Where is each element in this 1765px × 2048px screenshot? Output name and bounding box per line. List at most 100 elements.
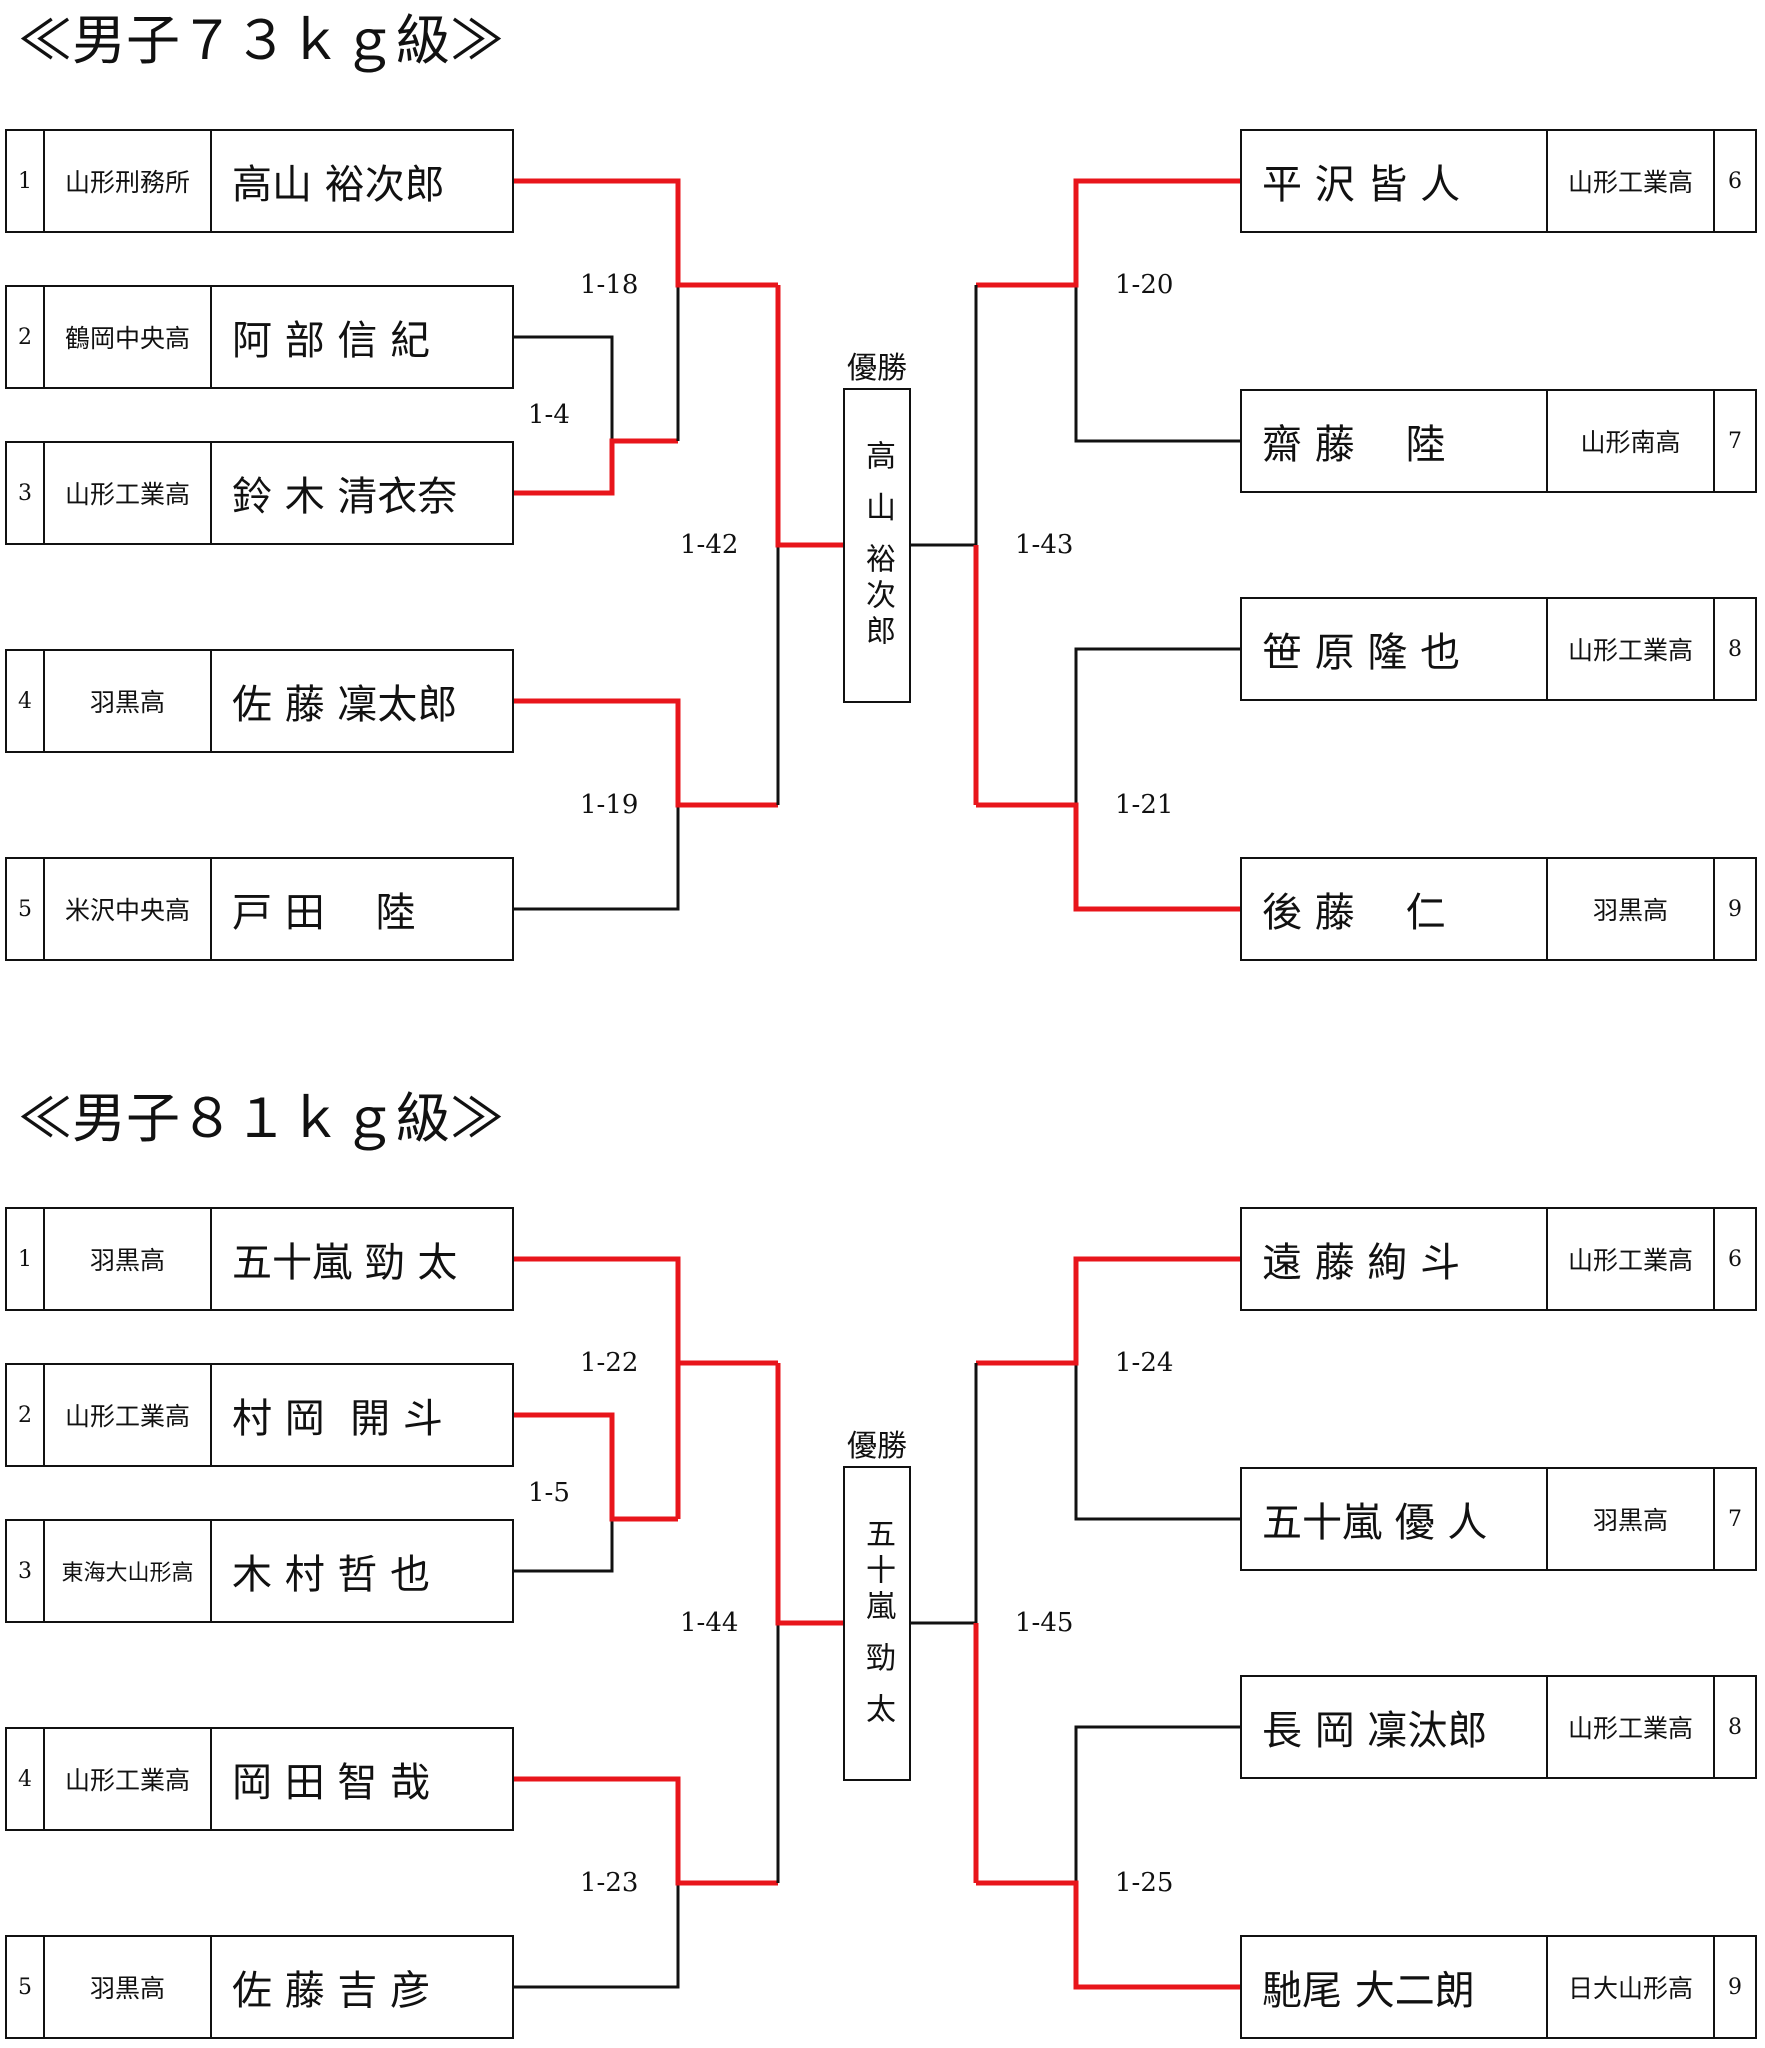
match-label: 1-45 <box>1015 1608 1074 1638</box>
entry-school: 山形工業高 <box>45 1729 212 1829</box>
entry-name: 佐 藤 凜太郎 <box>232 682 458 728</box>
entry-number: 2 <box>7 287 45 387</box>
entry-number: 2 <box>7 1365 45 1465</box>
entry-number: 3 <box>7 1521 45 1621</box>
line-black <box>1074 1725 1241 1883</box>
entry-name: 平 沢 皆 人 <box>1262 162 1461 208</box>
entry-school: 山形工業高 <box>45 443 212 543</box>
line-red <box>775 1363 844 1626</box>
line-red <box>513 698 778 808</box>
entry-row: 齋 藤 陸 山形南高 7 <box>1240 389 1757 493</box>
entry-school: 山形工業高 <box>1546 1209 1713 1309</box>
entry-school: 羽黒高 <box>1546 1469 1713 1569</box>
entry-number: 7 <box>1713 1469 1755 1569</box>
bracket-73kg-lines <box>513 178 1241 912</box>
entry-row: 1 羽黒高 五十嵐 勁 太 <box>5 1207 514 1311</box>
entry-number: 1 <box>7 131 45 231</box>
entry-name: 佐 藤 吉 彦 <box>232 1968 431 2014</box>
entry-number: 4 <box>7 651 45 751</box>
bracket-title: ≪男子７３ｋｇ級≫ <box>18 9 504 72</box>
line-black <box>910 285 978 547</box>
entry-name: 戸 田 陸 <box>232 890 416 936</box>
entry-row: 2 鶴岡中央高 阿 部 信 紀 <box>5 285 514 389</box>
line-red <box>976 802 1241 912</box>
line-black <box>1074 285 1241 443</box>
entry-name: 長 岡 凜汰郎 <box>1262 1708 1488 1754</box>
line-red <box>976 1880 1241 1990</box>
entry-number: 6 <box>1713 1209 1755 1309</box>
match-label: 1-24 <box>1115 1348 1174 1378</box>
match-label: 1-23 <box>580 1868 639 1898</box>
entry-row: 遠 藤 絢 斗 山形工業高 6 <box>1240 1207 1757 1311</box>
entry-number: 9 <box>1713 859 1755 959</box>
entry-number: 3 <box>7 443 45 543</box>
entry-row: 馳尾 大二朗 日大山形高 9 <box>1240 1935 1757 2039</box>
entry-name: 阿 部 信 紀 <box>232 318 431 364</box>
entry-row: 五十嵐 優 人 羽黒高 7 <box>1240 1467 1757 1571</box>
entry-school: 山形工業高 <box>1546 599 1713 699</box>
entry-school: 山形刑務所 <box>45 131 212 231</box>
entry-name: 高山 裕次郎 <box>232 162 445 208</box>
line-black <box>513 805 680 911</box>
match-label: 1-42 <box>680 530 739 560</box>
entry-school: 米沢中央高 <box>45 859 212 959</box>
line-black <box>513 1883 680 1989</box>
entry-number: 5 <box>7 1937 45 2037</box>
entry-number: 1 <box>7 1209 45 1309</box>
entry-name: 木 村 哲 也 <box>232 1552 431 1598</box>
line-red <box>513 1776 778 1886</box>
entry-school: 羽黒高 <box>45 1937 212 2037</box>
entry-number: 7 <box>1713 391 1755 491</box>
entry-row: 4 山形工業高 岡 田 智 哉 <box>5 1727 514 1831</box>
entry-name: 後 藤 仁 <box>1262 890 1446 936</box>
match-label: 1-25 <box>1115 1868 1174 1898</box>
champion-box: 高 山 裕次郎 <box>843 388 911 703</box>
entry-name: 馳尾 大二朗 <box>1262 1968 1475 2014</box>
entry-school: 羽黒高 <box>1546 859 1713 959</box>
match-label: 1-43 <box>1015 530 1074 560</box>
champion-name: 五十嵐 勁 太 <box>860 1517 895 1730</box>
entry-row: 2 山形工業高 村 岡 開 斗 <box>5 1363 514 1467</box>
line-black <box>513 1519 614 1573</box>
match-label: 1-21 <box>1115 790 1174 820</box>
entry-name: 岡 田 智 哉 <box>232 1760 431 1806</box>
bracket-title: ≪男子８１ｋｇ級≫ <box>18 1087 504 1150</box>
entry-school: 鶴岡中央高 <box>45 287 212 387</box>
entry-number: 8 <box>1713 599 1755 699</box>
line-red <box>513 178 778 288</box>
entry-row: 5 羽黒高 佐 藤 吉 彦 <box>5 1935 514 2039</box>
entry-number: 6 <box>1713 131 1755 231</box>
match-label: 1-5 <box>528 1478 570 1508</box>
entry-name: 五十嵐 勁 太 <box>232 1240 458 1286</box>
entry-row: 1 山形刑務所 高山 裕次郎 <box>5 129 514 233</box>
match-label: 1-44 <box>680 1608 739 1638</box>
match-label: 1-22 <box>580 1348 639 1378</box>
entry-school: 日大山形高 <box>1546 1937 1713 2037</box>
entry-number: 5 <box>7 859 45 959</box>
line-red <box>976 178 1241 288</box>
bracket-81kg-lines <box>513 1256 1241 1990</box>
line-black <box>513 335 614 441</box>
line-red <box>513 1412 678 1522</box>
entry-number: 4 <box>7 1729 45 1829</box>
entry-row: 3 山形工業高 鈴 木 清衣奈 <box>5 441 514 545</box>
champion-box: 五十嵐 勁 太 <box>843 1466 911 1781</box>
line-red <box>976 1256 1241 1366</box>
entry-school: 東海大山形高 <box>45 1521 212 1621</box>
entry-name: 鈴 木 清衣奈 <box>232 474 458 520</box>
entry-number: 9 <box>1713 1937 1755 2037</box>
line-red <box>513 438 678 496</box>
entry-row: 後 藤 仁 羽黒高 9 <box>1240 857 1757 961</box>
entry-row: 5 米沢中央高 戸 田 陸 <box>5 857 514 961</box>
match-label: 1-19 <box>580 790 639 820</box>
match-label: 1-20 <box>1115 270 1174 300</box>
line-black <box>1074 647 1241 805</box>
line-red <box>513 1256 778 1366</box>
entry-school: 山形南高 <box>1546 391 1713 491</box>
entry-name: 遠 藤 絢 斗 <box>1262 1240 1461 1286</box>
entry-row: 4 羽黒高 佐 藤 凜太郎 <box>5 649 514 753</box>
entry-school: 羽黒高 <box>45 651 212 751</box>
entry-name: 村 岡 開 斗 <box>232 1396 443 1442</box>
entry-school: 山形工業高 <box>1546 131 1713 231</box>
